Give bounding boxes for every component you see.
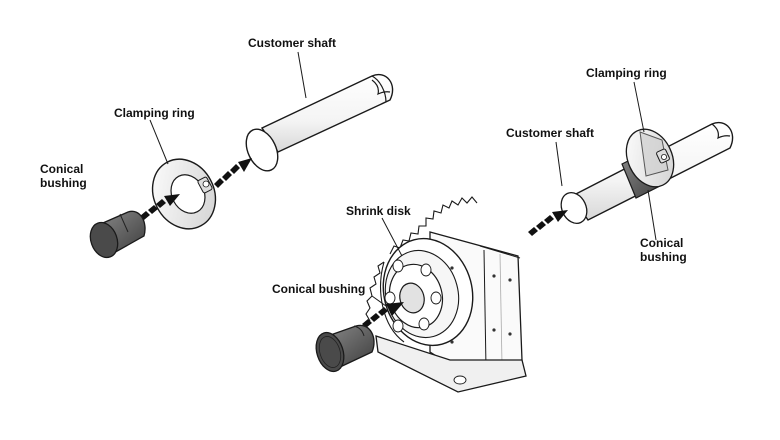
label-conical-bushing-center: Conical bushing: [272, 282, 366, 296]
arrow-ring-to-shaft-left: [214, 158, 252, 188]
customer-shaft-left: [245, 73, 394, 172]
leader-customer-shaft-right: [555, 141, 563, 187]
leader-clamping-ring-left: [149, 119, 169, 165]
clamping-ring-right: [625, 128, 675, 188]
label-clamping-ring-right: Clamping ring: [586, 66, 667, 80]
label-customer-shaft-left: Customer shaft: [248, 36, 337, 50]
leader-conical-bushing-right: [647, 189, 657, 241]
label-customer-shaft-right: Customer shaft: [506, 126, 595, 140]
clamping-ring-left: [151, 158, 217, 230]
arrow-bushing-to-ring-left: [140, 194, 180, 220]
leader-shrink-disk: [381, 217, 403, 257]
label-conical-bushing-left: Conical bushing: [40, 162, 87, 190]
arrow-to-right-shaft: [528, 210, 568, 236]
label-conical-bushing-left-line2: bushing: [40, 176, 87, 190]
leader-customer-shaft-left: [297, 51, 307, 99]
label-conical-bushing-left-line1: Conical: [40, 162, 84, 176]
label-shrink-disk: Shrink disk: [346, 204, 411, 218]
label-conical-bushing-right-line2: bushing: [640, 250, 687, 264]
leader-conical-bushing-center: [371, 295, 387, 307]
label-conical-bushing-right-line1: Conical: [640, 236, 684, 250]
gear-unit: [365, 196, 527, 393]
conical-bushing-center: [315, 324, 375, 373]
leader-clamping-ring-right: [633, 81, 645, 133]
conical-bushing-left: [89, 210, 146, 259]
label-conical-bushing-right: Conical bushing: [640, 236, 687, 264]
label-clamping-ring-left: Clamping ring: [114, 106, 195, 120]
